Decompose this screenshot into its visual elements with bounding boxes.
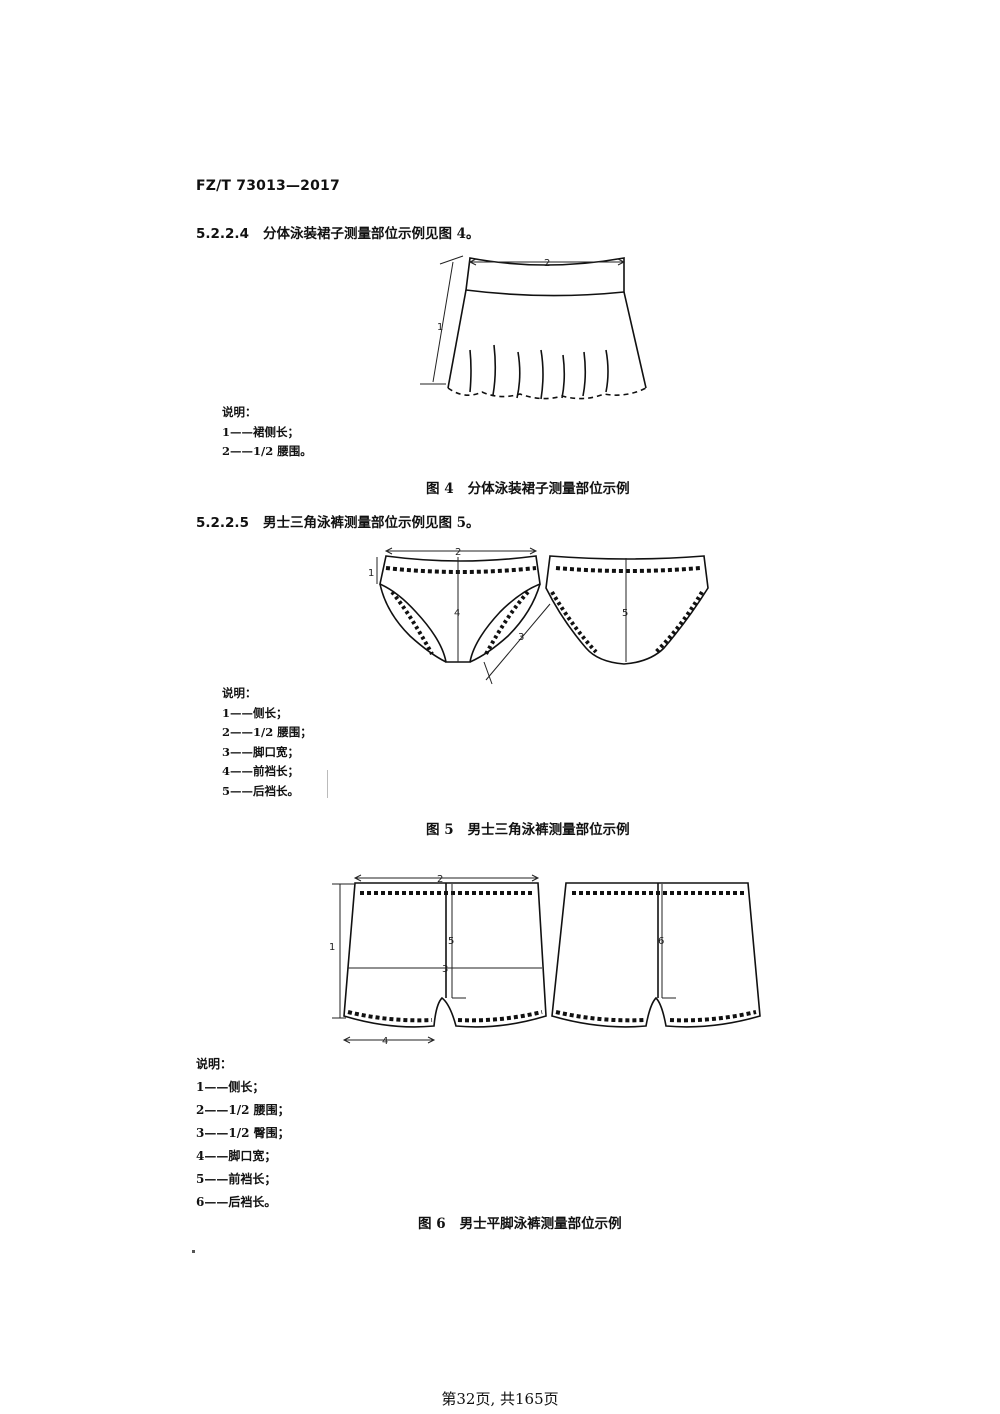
clause-5-2-2-4: 5.2.2.4 分体泳装裙子测量部位示例见图 4。 [196,222,480,242]
fig6-dim-1-label: 1 [329,942,335,953]
figure-4-legend: 说明： 1——裙侧长； 2——1/2 腰围。 [222,403,312,462]
caption-number: 图 5 [426,822,454,838]
fig4-dim-2-label: 2 [544,258,550,269]
figure-5-caption: 图 5 男士三角泳裤测量部位示例 [426,818,630,838]
fig5-dim-4-label: 4 [454,608,460,619]
legend-item: 3——1/2 臀围； [196,1126,290,1140]
legend-title: 说明： [222,405,257,419]
fig5-dim-3-label: 3 [518,632,524,643]
legend-item: 4——前裆长； [222,764,300,778]
legend-title: 说明： [196,1057,233,1071]
caption-text: 男士三角泳裤测量部位示例 [467,822,630,838]
caption-text: 男士平脚泳裤测量部位示例 [459,1216,622,1232]
figure-6-caption: 图 6 男士平脚泳裤测量部位示例 [418,1212,622,1232]
fig5-dim-2-label: 2 [455,547,461,558]
clause-number: 5.2.2.4 [196,226,249,242]
clause-5-2-2-5: 5.2.2.5 男士三角泳裤测量部位示例见图 5。 [196,511,480,531]
caption-text: 分体泳装裙子测量部位示例 [467,481,630,497]
fig6-dim-6-label: 6 [658,936,664,947]
legend-title: 说明： [222,686,257,700]
fig6-dim-5-label: 5 [448,936,454,947]
fig5-dim-5-label: 5 [622,608,628,619]
legend-item: 4——脚口宽； [196,1149,277,1163]
fig4-dim-1-label: 1 [437,322,443,333]
figure-4-caption: 图 4 分体泳装裙子测量部位示例 [426,477,630,497]
scan-dot [192,1250,195,1253]
fig5-dim-1-label: 1 [368,568,374,579]
legend-item: 2——1/2 腰围； [222,725,312,739]
clause-number: 5.2.2.5 [196,515,249,531]
legend-item: 2——1/2 腰围。 [222,444,312,458]
clause-text: 分体泳装裙子测量部位示例见图 4。 [262,226,480,242]
legend-item: 3——脚口宽； [222,744,300,759]
standard-code: FZ/T 73013—2017 [196,178,340,194]
caption-number: 图 4 [426,481,454,497]
clause-text: 男士三角泳裤测量部位示例见图 5。 [262,515,480,531]
fig6-dim-4-label: 4 [382,1036,388,1047]
legend-item: 5——后裆长。 [222,783,300,798]
legend-item: 2——1/2 腰围； [196,1103,290,1117]
figure-5-legend: 说明： 1——侧长； 2——1/2 腰围； 3——脚口宽； 4——前裆长； 5—… [222,684,312,801]
caption-number: 图 6 [418,1216,446,1232]
legend-item: 1——裙侧长； [222,424,300,439]
scan-mark [327,770,328,798]
legend-item: 6——后裆长。 [196,1195,277,1209]
figure-6-legend: 说明： 1——侧长； 2——1/2 腰围； 3——1/2 臀围； 4——脚口宽；… [196,1053,290,1214]
legend-item: 5——前裆长； [196,1172,277,1186]
legend-item: 1——侧长； [196,1080,265,1094]
fig6-dim-3-label: 3 [442,964,448,975]
legend-item: 1——侧长； [222,705,288,720]
fig6-dim-2-label: 2 [437,874,443,885]
page-number-footer: 第32页, 共165页 [441,1390,559,1408]
